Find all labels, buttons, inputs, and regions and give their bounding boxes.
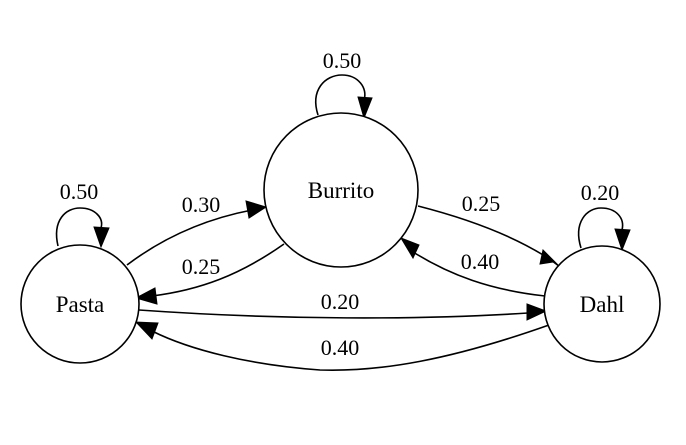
edge-dahl-burrito: 0.40: [399, 237, 546, 297]
edge-pasta-burrito-line: [126, 209, 253, 266]
node-pasta-circle: [20, 244, 140, 364]
edge-burrito-dahl: 0.25: [417, 191, 562, 269]
node-dahl-label: Dahl: [580, 292, 625, 317]
node-burrito-circle: [263, 112, 419, 268]
edge-burrito-pasta-line: [151, 243, 285, 297]
edge-burrito-pasta-label: 0.25: [182, 254, 221, 279]
edge-pasta-dahl-arrowhead: [526, 303, 548, 321]
edge-burrito-dahl-line: [417, 205, 549, 259]
edge-dahl-pasta-label: 0.40: [321, 335, 360, 360]
edge-pasta-pasta: 0.50: [55, 179, 110, 249]
node-pasta: Pasta: [20, 244, 140, 364]
node-dahl: Dahl: [543, 245, 661, 363]
edge-dahl-burrito-arrowhead: [399, 237, 420, 260]
edge-dahl-dahl-arrowhead: [614, 228, 631, 252]
node-burrito: Burrito: [263, 112, 419, 268]
edge-pasta-dahl: 0.20: [138, 289, 548, 321]
nodes: Burrito Pasta Dahl: [20, 112, 661, 364]
edge-pasta-burrito-label: 0.30: [182, 192, 221, 217]
edge-pasta-dahl-line: [138, 309, 529, 319]
edge-burrito-dahl-arrowhead: [539, 248, 562, 269]
edges: 0.50 0.50 0.20 0.30 0.25: [55, 48, 631, 372]
edge-pasta-burrito-arrowhead: [245, 200, 268, 219]
edge-dahl-burrito-label: 0.40: [461, 249, 500, 274]
edge-burrito-burrito-arrowhead: [357, 96, 373, 120]
edge-dahl-dahl-label: 0.20: [581, 180, 620, 205]
node-dahl-circle: [543, 245, 661, 363]
node-burrito-label: Burrito: [308, 178, 374, 203]
edge-dahl-burrito-line: [412, 251, 546, 297]
edge-burrito-pasta-arrowhead: [134, 287, 158, 305]
edge-pasta-pasta-label: 0.50: [60, 179, 99, 204]
edge-dahl-pasta: 0.40: [134, 321, 550, 372]
edge-pasta-pasta-arrowhead: [93, 226, 110, 249]
edge-dahl-pasta-arrowhead: [134, 321, 159, 340]
edge-dahl-dahl-line: [577, 207, 624, 249]
edge-pasta-pasta-line: [55, 207, 103, 247]
edge-pasta-burrito: 0.30: [126, 192, 268, 266]
edge-pasta-dahl-label: 0.20: [321, 289, 360, 314]
edge-burrito-pasta: 0.25: [134, 243, 285, 305]
node-pasta-label: Pasta: [56, 292, 105, 317]
edge-burrito-burrito-line: [315, 74, 366, 116]
edge-burrito-burrito: 0.50: [315, 48, 373, 120]
edge-burrito-dahl-label: 0.25: [462, 191, 501, 216]
edge-burrito-burrito-label: 0.50: [323, 48, 362, 73]
edge-dahl-pasta-line: [151, 324, 550, 372]
edge-dahl-dahl: 0.20: [577, 180, 631, 252]
